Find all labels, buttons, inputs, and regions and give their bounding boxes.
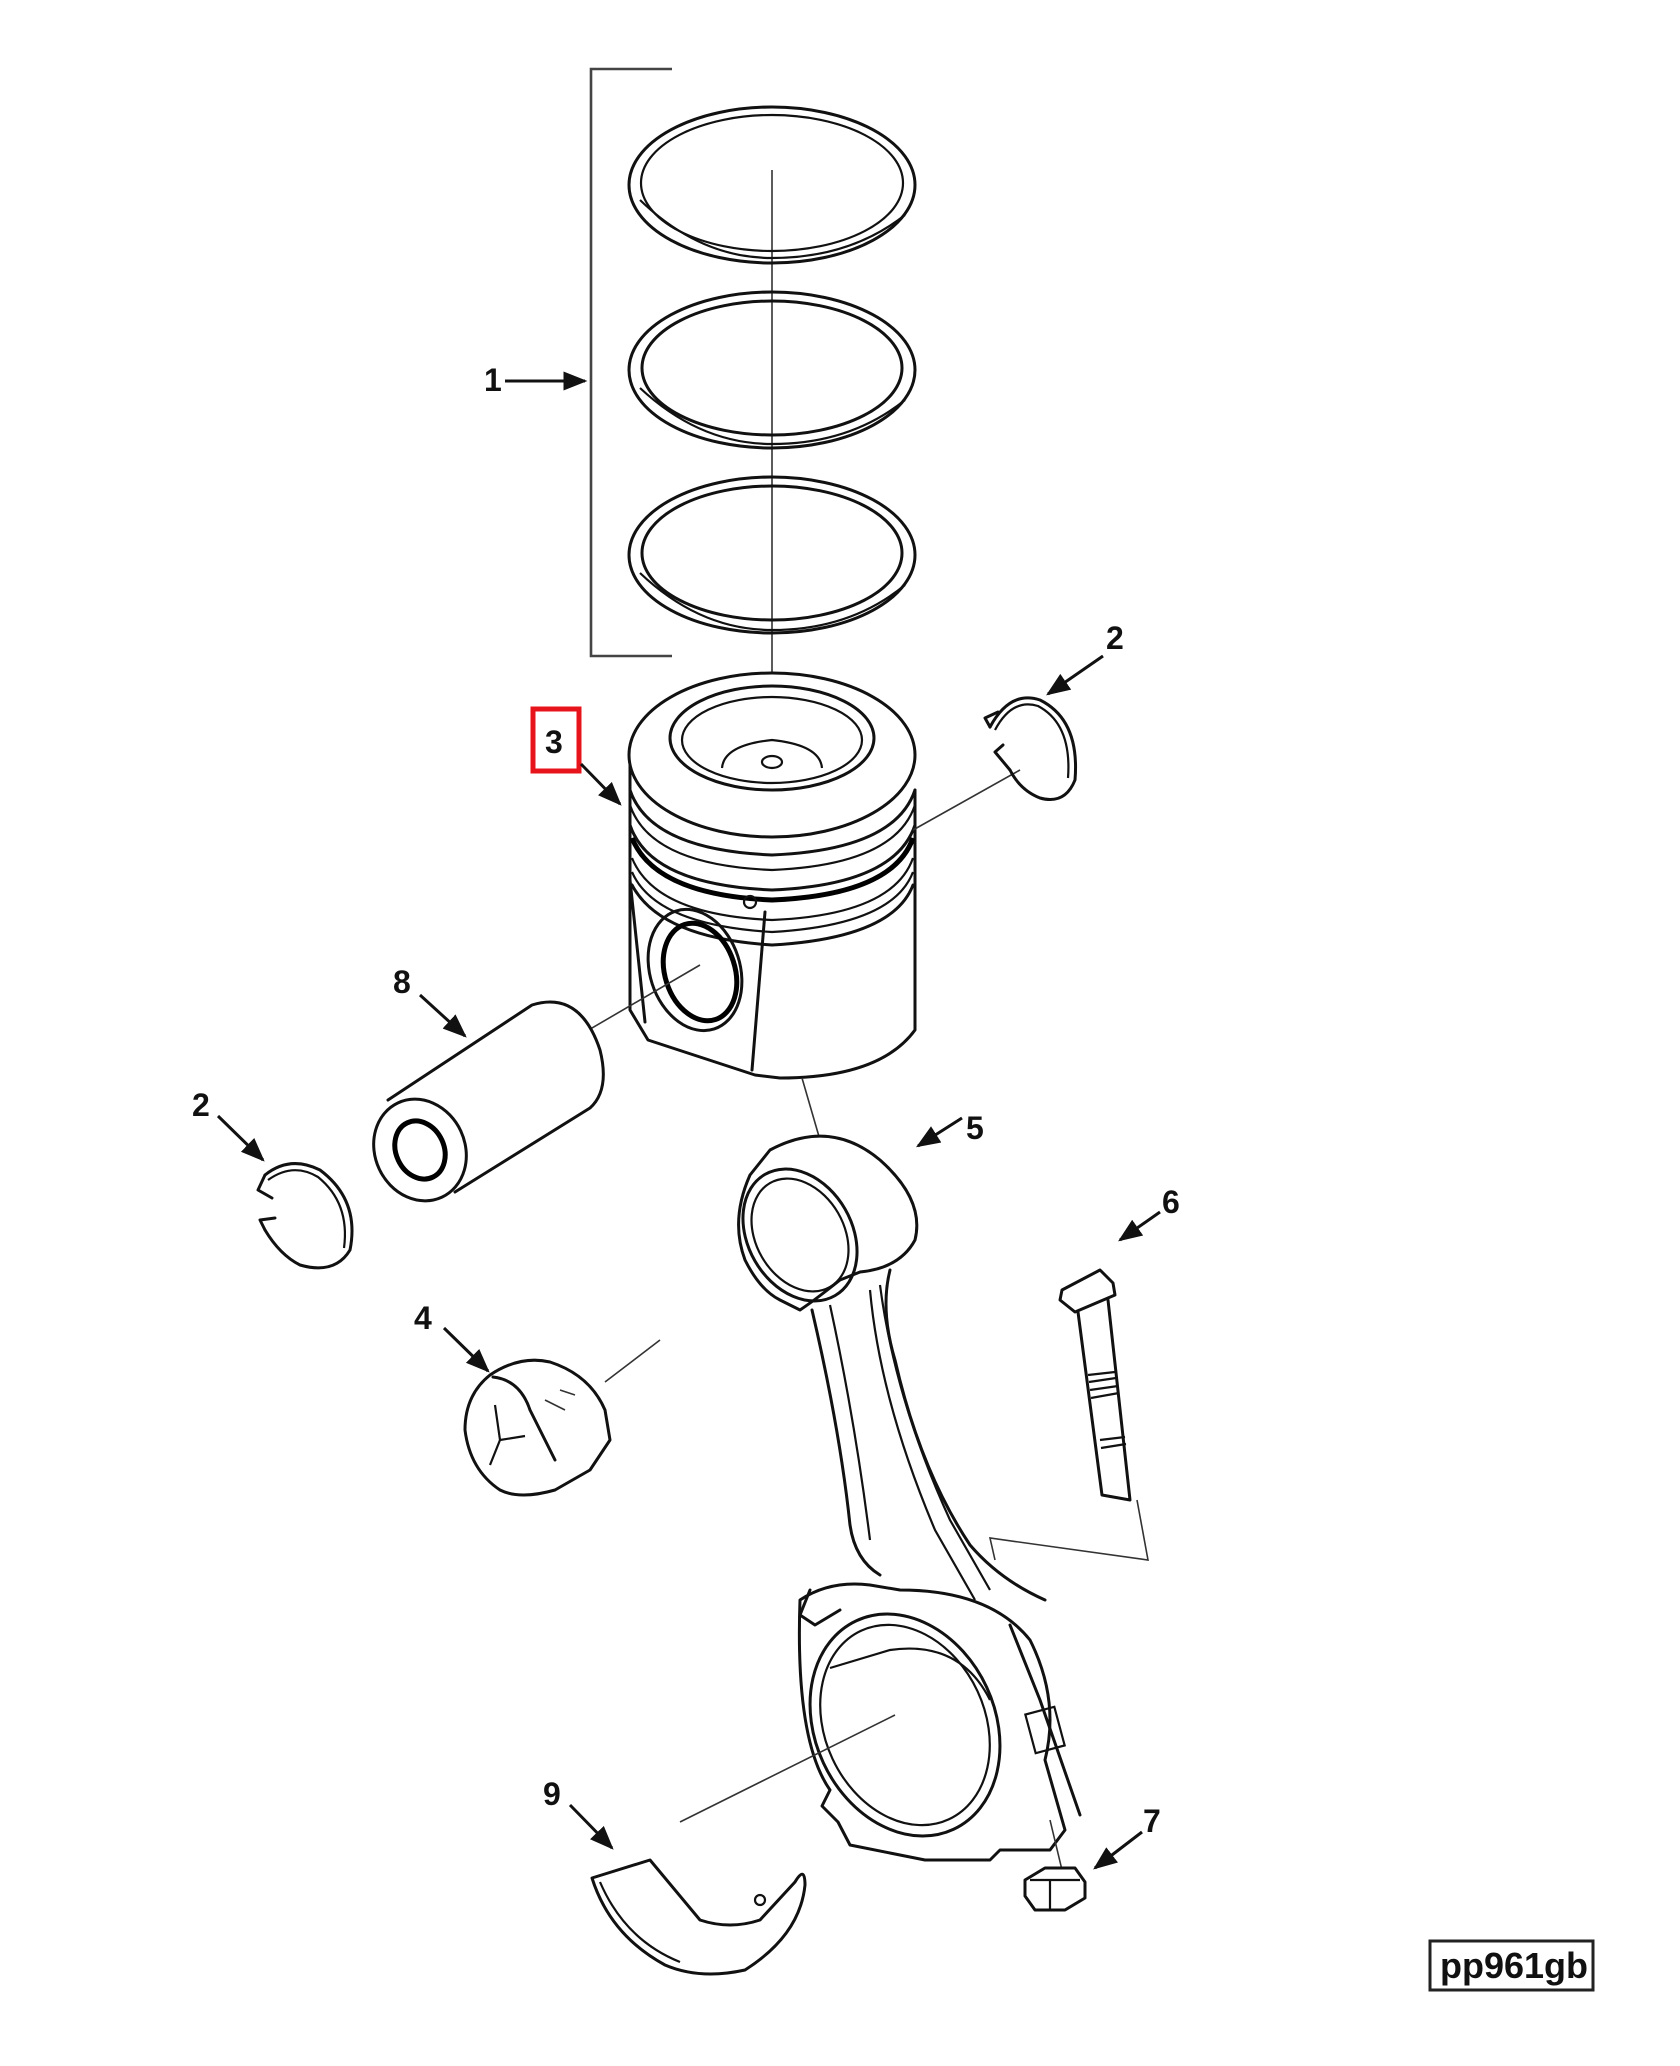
callout-2-left[interactable]: 2 — [192, 1087, 265, 1162]
callout-1[interactable]: 1 — [484, 362, 588, 398]
arrow-icon — [1046, 654, 1104, 696]
arrow-icon — [1093, 1830, 1143, 1870]
callout-6[interactable]: 6 — [1118, 1184, 1180, 1242]
arrow-icon — [442, 1326, 490, 1373]
arrow-icon — [915, 1116, 963, 1148]
callout-7[interactable]: 7 — [1093, 1803, 1161, 1870]
svg-text:5: 5 — [966, 1110, 984, 1146]
arrow-icon — [216, 1114, 265, 1162]
small-end-bushing — [463, 1358, 612, 1497]
callout-4[interactable]: 4 — [414, 1300, 490, 1373]
rod-bearing-shell — [590, 1858, 807, 1976]
piston-ring-middle — [627, 290, 917, 450]
reference-code-label: pp961gb — [1428, 1939, 1595, 1992]
highlight-box — [530, 706, 582, 774]
svg-text:8: 8 — [393, 964, 411, 1000]
svg-text:2: 2 — [1106, 620, 1124, 656]
connecting-rod — [737, 1134, 1082, 1862]
connecting-rod-bolt — [1058, 1268, 1132, 1502]
svg-text:4: 4 — [414, 1300, 432, 1336]
callout-9[interactable]: 9 — [543, 1776, 614, 1850]
arrow-icon — [1118, 1210, 1161, 1242]
callout-8[interactable]: 8 — [393, 964, 467, 1038]
svg-text:1: 1 — [484, 362, 502, 398]
callout-2-right[interactable]: 2 — [1046, 620, 1124, 696]
svg-text:pp961gb: pp961gb — [1440, 1945, 1588, 1986]
piston-pin — [372, 1000, 605, 1203]
svg-text:9: 9 — [543, 1776, 561, 1812]
ring-set-bracket — [589, 67, 672, 658]
retaining-ring-right — [983, 696, 1078, 801]
arrow-icon — [579, 762, 622, 806]
retaining-ring-left — [256, 1162, 354, 1270]
piston-ring-bottom — [627, 475, 917, 635]
svg-text:6: 6 — [1162, 1184, 1180, 1220]
callout-5[interactable]: 5 — [915, 1110, 984, 1148]
connecting-rod-nut — [1023, 1866, 1087, 1912]
arrow-icon — [418, 993, 467, 1038]
piston — [627, 671, 917, 1141]
arrow-icon — [568, 1803, 614, 1850]
svg-text:2: 2 — [192, 1087, 210, 1123]
svg-text:3: 3 — [545, 724, 563, 760]
piston-ring-top — [627, 105, 917, 265]
callout-3[interactable]: 3 — [530, 706, 622, 806]
svg-text:7: 7 — [1143, 1803, 1161, 1839]
